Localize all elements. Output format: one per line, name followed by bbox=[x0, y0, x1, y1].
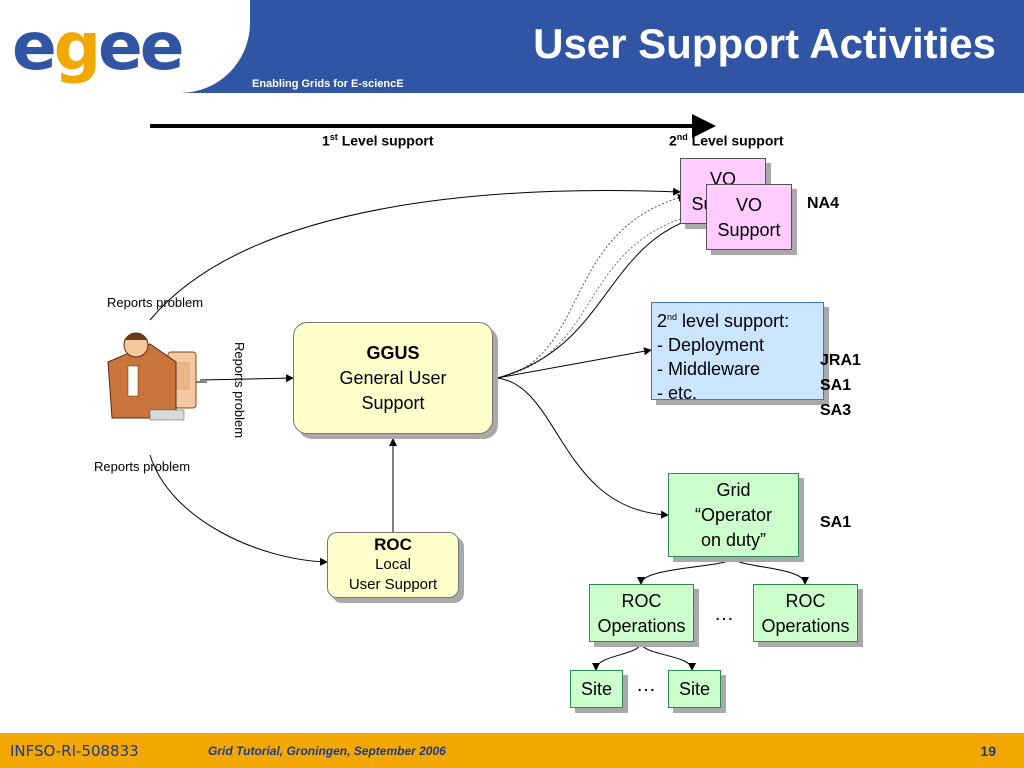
site-box-right: Site bbox=[668, 670, 721, 708]
roc-local-title: ROC bbox=[374, 535, 412, 554]
ggus-box: GGUS General User Support bbox=[293, 322, 493, 434]
jra1-label: JRA1 bbox=[820, 352, 861, 369]
ggus-line1: General User bbox=[339, 368, 447, 388]
roc-to-site-left bbox=[592, 641, 642, 671]
roc-local-line2: User Support bbox=[348, 576, 438, 593]
operator-line1: Grid bbox=[716, 480, 751, 500]
logo-background bbox=[0, 0, 250, 93]
second-level-item-deployment: - Deployment bbox=[657, 335, 765, 355]
sa3-label: SA3 bbox=[820, 402, 852, 419]
roc-operations-box-left: ROC Operations bbox=[589, 584, 694, 642]
user-to-roc-connector bbox=[149, 454, 328, 566]
sa1-label-upper: SA1 bbox=[820, 377, 852, 394]
roc-operations-box-right: ROC Operations bbox=[753, 584, 858, 642]
roc-to-site-right bbox=[640, 641, 696, 671]
vo-support-box-front: VO Support bbox=[706, 184, 792, 250]
ggus-line2: Support bbox=[361, 393, 425, 413]
operator-to-roc-left bbox=[637, 556, 734, 585]
roc-local-line1: Local bbox=[375, 556, 411, 573]
ggus-to-operator-connector bbox=[496, 377, 669, 519]
second-level-item-etc: - etc. bbox=[657, 383, 698, 403]
roc-ops-left-line2: Operations bbox=[597, 616, 686, 636]
site-right-label: Site bbox=[678, 679, 711, 699]
slide-title: User Support Activities bbox=[533, 20, 996, 67]
egee-logo: egee bbox=[12, 8, 185, 85]
reports-problem-vertical: Reports problem bbox=[232, 342, 247, 439]
slide-subtitle: Enabling Grids for E-sciencE bbox=[252, 78, 404, 90]
reports-problem-bottom: Reports problem bbox=[94, 459, 191, 474]
ggus-to-vo-dashed-2 bbox=[496, 211, 706, 379]
na4-label: NA4 bbox=[807, 195, 840, 212]
jra1-sa1-sa3-labels: JRA1 SA1 SA3 bbox=[820, 348, 861, 423]
roc-local-box: ROC Local User Support bbox=[327, 532, 459, 598]
first-level-label: 1st Level support Level support bbox=[322, 132, 434, 149]
footer-bar: INFSO-RI-508833 Grid Tutorial, Groningen… bbox=[0, 733, 1024, 768]
user-to-ggus-connector bbox=[199, 374, 294, 383]
sa1-label-lower: SA1 bbox=[820, 514, 852, 531]
operator-to-roc-right bbox=[732, 556, 809, 585]
second-level-support-box: 2nd level support: - Deployment - Middle… bbox=[651, 302, 824, 403]
roc-ops-right-line1: ROC bbox=[785, 591, 826, 611]
ggus-title: GGUS bbox=[366, 343, 420, 363]
roc-ops-left-line1: ROC bbox=[621, 591, 662, 611]
footer-project-id: INFSO-RI-508833 bbox=[10, 742, 139, 760]
vo-front-line2: Support bbox=[717, 220, 781, 240]
site-box-left: Site bbox=[570, 670, 623, 708]
footer-event: Grid Tutorial, Groningen, September 2006 bbox=[208, 744, 446, 758]
reports-problem-top: Reports problem bbox=[107, 295, 204, 310]
ggus-to-vo-dashed-1 bbox=[496, 193, 686, 379]
site-left-label: Site bbox=[580, 679, 613, 699]
second-level-label: 2nd Level support bbox=[669, 132, 784, 149]
user-to-vo-connector bbox=[149, 187, 681, 321]
grid-operator-box: Grid “Operator on duty” bbox=[668, 473, 799, 557]
ggus-to-2nd-level-connector bbox=[496, 347, 652, 379]
user-at-computer-icon bbox=[107, 332, 197, 421]
vo-front-line1: VO bbox=[735, 195, 762, 215]
operator-line3: on duty” bbox=[700, 530, 767, 550]
sites-ellipsis: … bbox=[636, 674, 656, 696]
page-number: 19 bbox=[980, 743, 996, 759]
roc-ops-right-line2: Operations bbox=[761, 616, 850, 636]
operator-line2: “Operator bbox=[694, 505, 773, 525]
second-level-title: 2nd level support: bbox=[657, 311, 790, 331]
roc-ops-ellipsis: … bbox=[714, 603, 734, 625]
second-level-item-middleware: - Middleware bbox=[657, 359, 761, 379]
